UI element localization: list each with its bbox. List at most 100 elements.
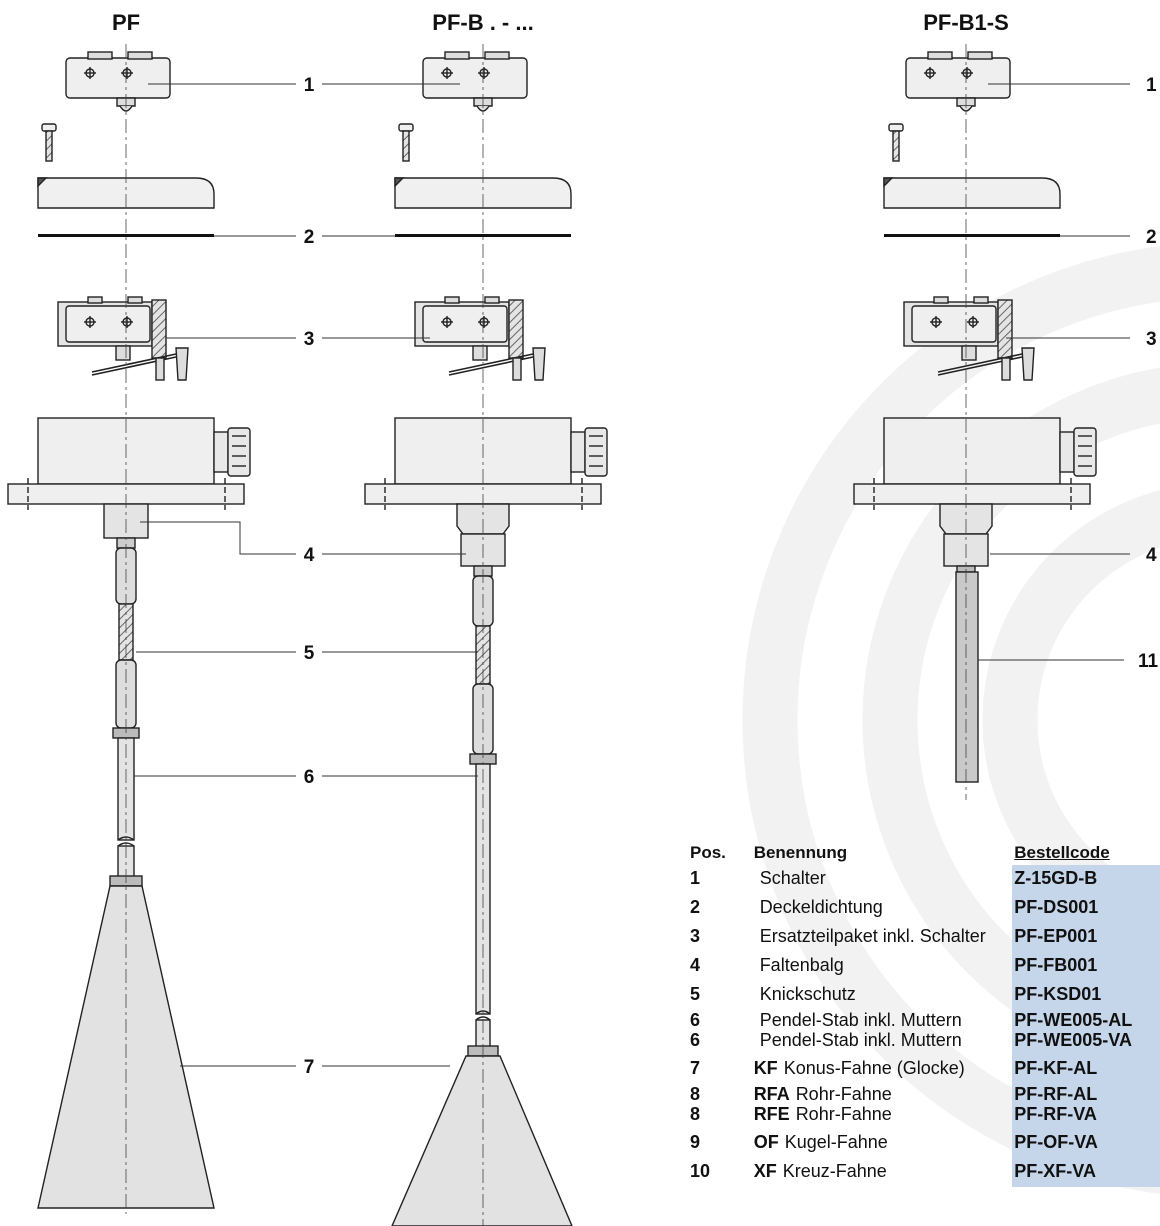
lid-part (37, 177, 215, 209)
model-title-pf: PF (112, 10, 140, 35)
drawing-pf (7, 51, 251, 1209)
code-value: PF-OF-VA (1014, 1132, 1098, 1152)
cell-name: Schalter (754, 865, 1013, 894)
cell-pos: 7 (690, 1055, 754, 1084)
model-title-pf-b1-s: PF-B1-S (923, 10, 1009, 35)
cell-pos: 2 (690, 894, 754, 923)
callout-7: 7 (304, 1057, 315, 1078)
lid-part (394, 177, 572, 209)
pos-value: 5 (690, 984, 701, 1004)
code-value: PF-DS001 (1014, 897, 1099, 917)
cell-name: Deckeldichtung (754, 894, 1013, 923)
gasket-part (38, 234, 214, 237)
pos-value: 6 (690, 1010, 701, 1030)
callout-5: 5 (304, 643, 315, 664)
callout-6: 6 (304, 767, 315, 788)
drawing-pf-b (364, 51, 608, 1226)
callout-2-right: 2 (1146, 227, 1157, 248)
pos-value: 4 (690, 955, 701, 975)
name-code: KF (753, 1058, 778, 1078)
callout-4: 4 (304, 545, 315, 566)
callout-numbers: 1 2 3 4 5 6 7 1 2 3 4 11 (304, 75, 1159, 1078)
name-line: Faltenbalg (754, 952, 1013, 978)
name-line: Deckeldichtung (754, 894, 1013, 920)
cell-pos: 1 (690, 865, 754, 894)
table-row: 3 Ersatzteilpaket inkl. Schalter PF-EP001 (690, 923, 1160, 952)
code-value: PF-FB001 (1014, 955, 1098, 975)
pos-value: 8 (690, 1084, 701, 1104)
name-line: Pendel-Stab inkl. Muttern (754, 1030, 1013, 1050)
name-line: Ersatzteilpaket inkl. Schalter (754, 923, 1013, 949)
name-code: RFE (753, 1104, 790, 1124)
callout-3: 3 (304, 329, 315, 350)
cell-code: Z-15GD-B (1012, 865, 1160, 894)
cell-pos: 10 (690, 1158, 754, 1187)
parts-table-header: Pos. Benennung Bestellcode (690, 843, 1160, 865)
lid-part (883, 177, 1061, 209)
callout-1: 1 (304, 75, 315, 96)
name-text: Pendel-Stab inkl. Muttern (759, 1030, 962, 1050)
leader-lines-pf (134, 83, 296, 1067)
name-text: Pendel-Stab inkl. Muttern (759, 1010, 962, 1030)
header-name: Benennung (753, 843, 848, 862)
code-value: PF-RF-AL (1014, 1084, 1098, 1104)
cell-name: Ersatzteilpaket inkl. Schalter (754, 923, 1013, 952)
name-code: XF (753, 1161, 777, 1181)
switch-part (422, 51, 528, 112)
background-watermark (742, 246, 1160, 1194)
pos-value: 1 (690, 868, 701, 888)
leader-lines-pf-b (322, 83, 478, 1067)
code-value: PF-RF-VA (1014, 1104, 1097, 1124)
cell-code: PF-EP001 (1012, 923, 1160, 952)
pos-value: 6 (690, 1030, 701, 1050)
rod-extension-part (955, 571, 979, 783)
name-line: Knickschutz (754, 981, 1013, 1007)
callout-1-right: 1 (1146, 75, 1157, 96)
gasket-part (884, 234, 1060, 237)
name-text: Knickschutz (759, 984, 856, 1004)
switch-part (65, 51, 171, 112)
name-text: Ersatzteilpaket inkl. Schalter (759, 926, 986, 946)
spare-kit-part (414, 296, 546, 381)
code-value: PF-WE005-VA (1014, 1030, 1132, 1050)
code-value: Z-15GD-B (1014, 868, 1098, 888)
name-text: Kugel-Fahne (784, 1132, 888, 1152)
name-text: Faltenbalg (759, 955, 844, 975)
drawing-pf-b1-s (853, 51, 1097, 783)
pos-value: 3 (690, 926, 701, 946)
cell-name: Knickschutz (754, 981, 1013, 1010)
housing-part (853, 417, 1097, 510)
screw-part (41, 123, 57, 162)
screw-part (888, 123, 904, 162)
code-value: PF-KSD01 (1014, 984, 1102, 1004)
cell-code: PF-KF-AL (1012, 1055, 1160, 1084)
housing-part (7, 417, 251, 510)
cell-pos: 3 (690, 923, 754, 952)
cell-pos: 9 (690, 1129, 754, 1158)
gasket-part (395, 234, 571, 237)
name-text: Deckeldichtung (759, 897, 883, 917)
header-pos: Pos. (690, 843, 726, 862)
switch-part (905, 51, 1011, 112)
table-row: 5 Knickschutz PF-KSD01 (690, 981, 1160, 1010)
